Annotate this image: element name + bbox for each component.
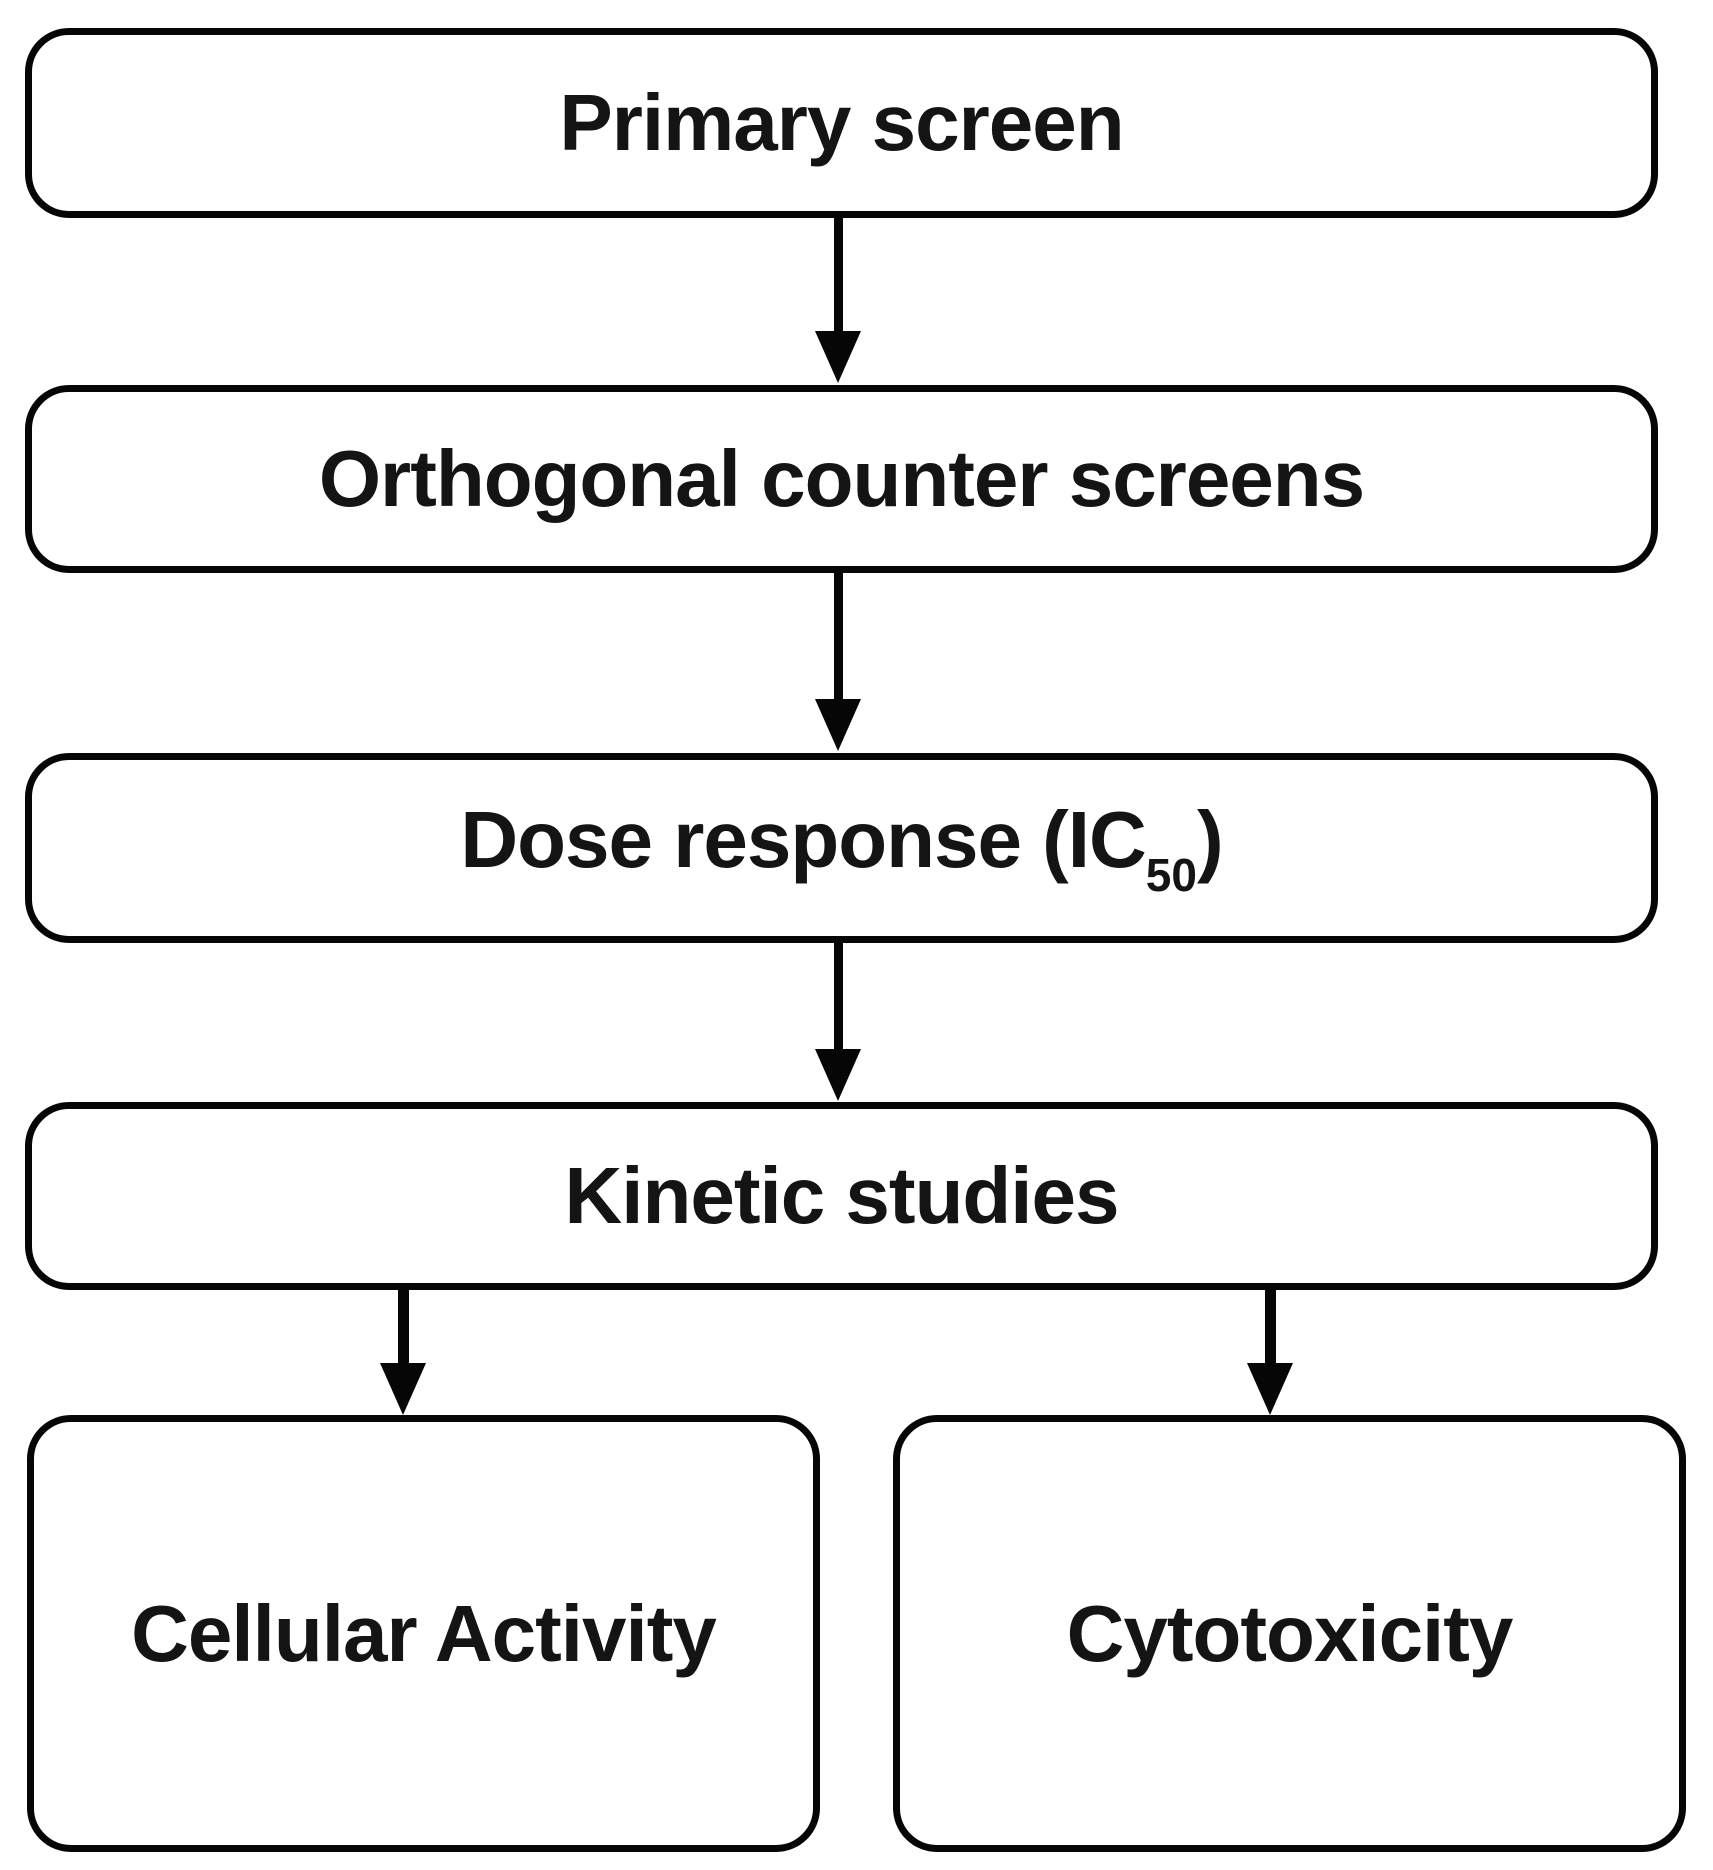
arrow-kinetic-to-cellular-head bbox=[380, 1363, 426, 1415]
node-kinetic-studies-label: Kinetic studies bbox=[564, 1151, 1119, 1240]
node-orthogonal-counter-screens-label: Orthogonal counter screens bbox=[318, 434, 1365, 523]
arrow-dose-to-kinetic-shaft bbox=[834, 943, 843, 1051]
node-cellular-activity: Cellular Activity bbox=[27, 1415, 820, 1852]
dose-response-suffix: ) bbox=[1196, 795, 1224, 884]
arrow-orthogonal-to-dose-head bbox=[815, 699, 861, 751]
node-dose-response: Dose response (IC50) bbox=[25, 753, 1658, 943]
node-orthogonal-counter-screens: Orthogonal counter screens bbox=[25, 385, 1658, 573]
arrow-dose-to-kinetic-head bbox=[815, 1049, 861, 1101]
node-cytotoxicity-label: Cytotoxicity bbox=[1066, 1588, 1514, 1678]
arrow-kinetic-to-cellular-shaft bbox=[398, 1290, 409, 1365]
arrow-kinetic-to-cytotoxicity-shaft bbox=[1265, 1290, 1276, 1365]
node-primary-screen: Primary screen bbox=[25, 28, 1658, 218]
arrow-primary-to-orthogonal-head bbox=[815, 331, 861, 383]
arrow-orthogonal-to-dose-shaft bbox=[834, 573, 843, 701]
dose-response-subscript: 50 bbox=[1145, 849, 1197, 901]
node-primary-screen-label: Primary screen bbox=[559, 78, 1124, 167]
arrow-kinetic-to-cytotoxicity-head bbox=[1247, 1363, 1293, 1415]
node-cytotoxicity: Cytotoxicity bbox=[893, 1415, 1686, 1852]
node-kinetic-studies: Kinetic studies bbox=[25, 1102, 1658, 1290]
node-cellular-activity-label: Cellular Activity bbox=[131, 1588, 717, 1678]
node-dose-response-label: Dose response (IC50) bbox=[460, 794, 1224, 902]
dose-response-prefix: Dose response (IC bbox=[460, 795, 1146, 884]
arrow-primary-to-orthogonal-shaft bbox=[834, 218, 843, 333]
